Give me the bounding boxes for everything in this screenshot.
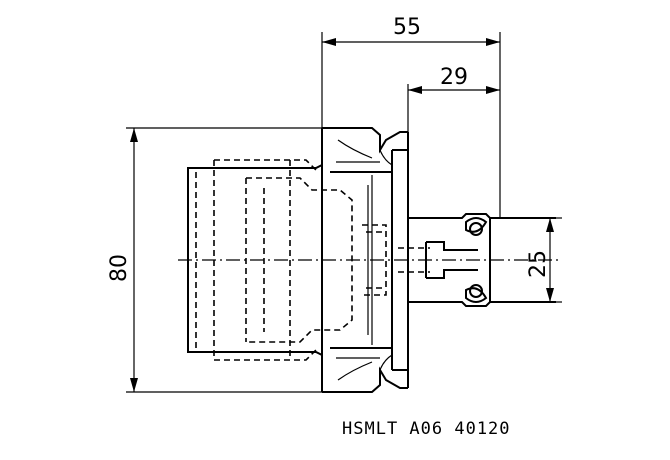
- dimension-29-label: 29: [440, 65, 468, 90]
- dimension-55: 55: [321, 15, 501, 218]
- part-number-caption: HSMLT A06 40120: [342, 419, 511, 439]
- dimension-55-label: 55: [393, 15, 421, 40]
- dimension-25: 25: [526, 217, 562, 303]
- dimension-25-label: 25: [526, 250, 551, 278]
- dimension-80-label: 80: [107, 254, 132, 282]
- dimension-80: 80: [107, 127, 322, 393]
- dimension-29: 29: [407, 65, 500, 132]
